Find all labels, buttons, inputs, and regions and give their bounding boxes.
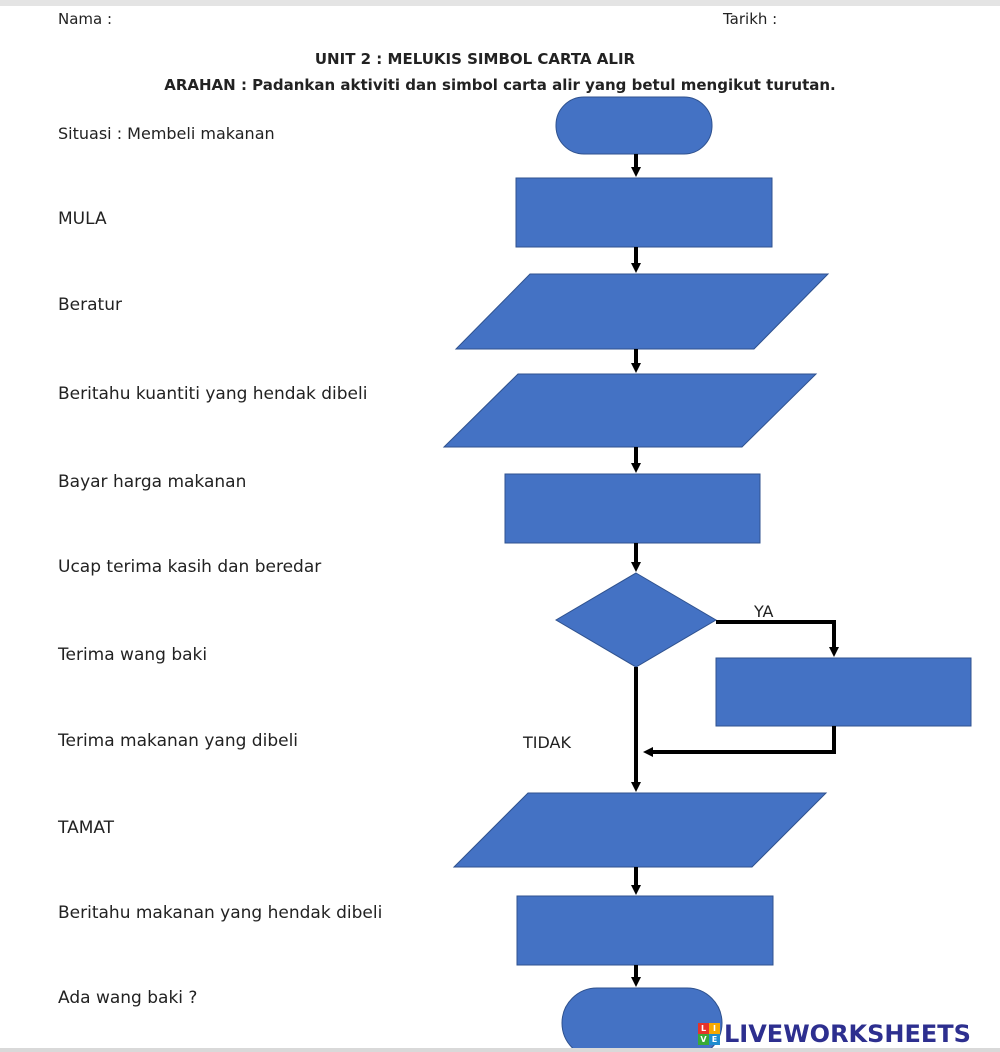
activity-item[interactable]: Terima makanan yang dibeli xyxy=(58,731,299,751)
logo-mark-icon: L I V E xyxy=(698,1023,720,1045)
activity-item[interactable]: TAMAT xyxy=(58,818,115,838)
flow-arrow-yes-branch xyxy=(716,620,839,657)
activity-item[interactable]: Beratur xyxy=(58,295,122,315)
flow-process-box[interactable] xyxy=(715,657,972,727)
activity-item[interactable]: Terima wang baki xyxy=(58,645,208,665)
activity-item[interactable]: Ucap terima kasih dan beredar xyxy=(58,557,322,577)
flow-process-box[interactable] xyxy=(504,473,761,544)
liveworksheets-logo: L I V E LIVEWORKSHEETS xyxy=(698,1018,971,1050)
logo-text: LIVEWORKSHEETS xyxy=(724,1020,971,1048)
activity-item[interactable]: Bayar harga makanan xyxy=(58,472,247,492)
yes-label: YA xyxy=(753,602,774,621)
date-label: Tarikh : xyxy=(723,10,778,28)
worksheet-title: UNIT 2 : MELUKIS SIMBOL CARTA ALIR xyxy=(314,50,636,68)
flow-process-box[interactable] xyxy=(516,895,774,966)
activity-item[interactable]: MULA xyxy=(58,209,107,229)
activity-item[interactable]: Beritahu kuantiti yang hendak dibeli xyxy=(58,384,368,404)
flow-decision-diamond[interactable] xyxy=(555,572,717,668)
bottom-bar xyxy=(0,1048,1000,1052)
situation-text: Situasi : Membeli makanan xyxy=(58,124,275,143)
no-label: TIDAK xyxy=(522,733,571,752)
flow-input-output-box[interactable] xyxy=(452,792,828,868)
activity-item[interactable]: Ada wang baki ? xyxy=(58,988,198,1008)
flow-terminator-start[interactable] xyxy=(555,96,713,155)
flow-process-box[interactable] xyxy=(515,177,773,248)
instruction-text: ARAHAN : Padankan aktiviti dan simbol ca… xyxy=(164,76,836,94)
flow-arrow-return xyxy=(643,726,836,757)
flow-input-output-box[interactable] xyxy=(454,273,830,350)
activity-item[interactable]: Beritahu makanan yang hendak dibeli xyxy=(58,903,383,923)
flow-terminator-end[interactable] xyxy=(561,987,723,1052)
name-label: Nama : xyxy=(58,10,113,28)
flow-input-output-box[interactable] xyxy=(442,373,818,448)
top-bar xyxy=(0,0,1000,6)
